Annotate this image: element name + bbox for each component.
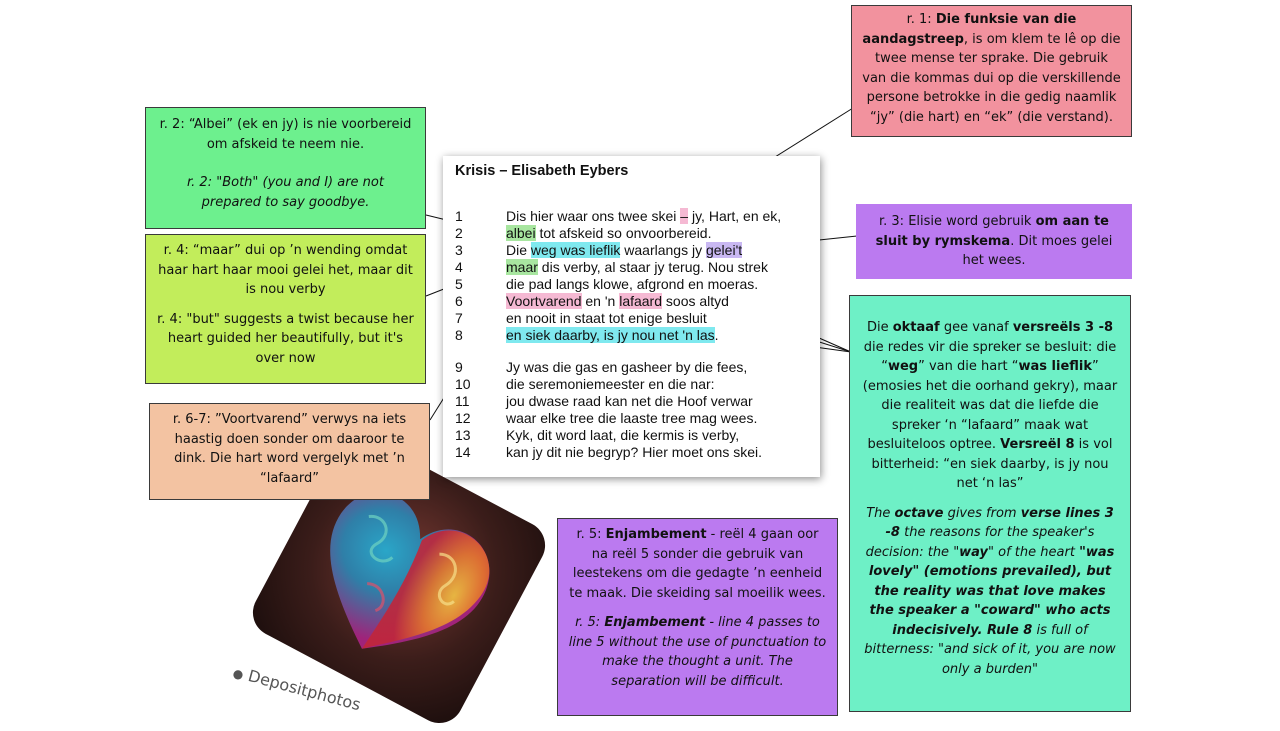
line-text: dis verby, al staar jy terug. Nou strek bbox=[537, 259, 768, 275]
note-english: r. 2: "Both" (you and I) are not prepare… bbox=[187, 175, 384, 210]
line-text: . bbox=[714, 327, 719, 343]
note-text: r. 6-7: ”Voortvarend” verwys na iets haa… bbox=[172, 412, 407, 486]
poem-line: 7 en nooit in staat tot enige besluit bbox=[455, 310, 707, 327]
poem-line: 8 en siek daarby, is jy nou net 'n las. bbox=[455, 327, 719, 344]
line-text: kan jy dit nie begryp? Hier moet ons ske… bbox=[506, 444, 763, 460]
note-english: The octave gives from verse lines 3 -8 t… bbox=[864, 505, 1116, 677]
poem-line: 9 Jy was die gas en gasheer by die fees, bbox=[455, 359, 747, 376]
poem-title: Krisis – Elisabeth Eybers bbox=[455, 163, 629, 179]
line-text: Kyk, dit word laat, die kermis is verby, bbox=[506, 427, 740, 443]
line-number: 11 bbox=[455, 393, 470, 409]
line-number: 7 bbox=[455, 310, 463, 326]
poem-line: 10 die seremoniemeester en die nar: bbox=[455, 376, 715, 393]
line-text: Dis hier waar ons twee skei bbox=[506, 208, 681, 224]
poem-line: 5 die pad langs klowe, afgrond en moeras. bbox=[455, 276, 758, 293]
note-line6-7-voortvarend: r. 6-7: ”Voortvarend” verwys na iets haa… bbox=[149, 403, 430, 500]
line-number: 14 bbox=[455, 444, 471, 460]
poem-line: 6 Voortvarend en 'n lafaard soos altyd bbox=[455, 293, 729, 310]
note-text: , is om klem te lê op die twee mense ter… bbox=[862, 31, 1121, 125]
highlighted-text: albei bbox=[506, 225, 536, 241]
highlighted-text: – bbox=[680, 208, 689, 224]
line-text: jou dwase raad kan net die Hoof verwar bbox=[506, 393, 753, 409]
camera-icon: ● bbox=[231, 665, 246, 683]
highlighted-text: lafaard bbox=[619, 293, 663, 309]
line-text: soos altyd bbox=[662, 293, 729, 309]
highlighted-text: weg was lieflik bbox=[530, 242, 621, 258]
note-line1-dash: r. 1: Die funksie van die aandagstreep, … bbox=[851, 5, 1132, 137]
line-number: 8 bbox=[455, 327, 463, 343]
note-bold: om aan te sluit by rymskema bbox=[875, 214, 1109, 249]
note-line4-maar: r. 4: “maar” dui op ’n wending omdat haa… bbox=[145, 234, 426, 384]
poem-line: 11 jou dwase raad kan net die Hoof verwar bbox=[455, 393, 753, 410]
highlighted-text: en siek daarby, is jy nou net 'n las bbox=[506, 327, 715, 343]
note-afrikaans: r. 4: “maar” dui op ’n wending omdat haa… bbox=[158, 243, 413, 297]
heart-image bbox=[244, 426, 554, 731]
poem-card: Krisis – Elisabeth Eybers 1 Dis hier waar… bbox=[443, 156, 820, 477]
note-afrikaans: r. 2: “Albei” (ek en jy) is nie voorbere… bbox=[159, 117, 412, 152]
note-bold: Die funksie van die aandagstreep bbox=[862, 12, 1077, 47]
line-number: 3 bbox=[455, 242, 463, 258]
note-octave: Die oktaaf gee vanaf versreëls 3 -8 die … bbox=[849, 295, 1131, 712]
line-text: tot afskeid so onvoorbereid. bbox=[535, 225, 712, 241]
poem-line: 3 Die weg was lieflik waarlangs jy gelei'… bbox=[455, 242, 743, 259]
line-number: 13 bbox=[455, 427, 471, 443]
note-line5-enjambement: r. 5: Enjambement - reël 4 gaan oor na r… bbox=[557, 518, 838, 716]
line-text: waarlangs jy bbox=[620, 242, 706, 258]
note-prefix: r. 1: bbox=[906, 12, 936, 27]
line-text: en nooit in staat tot enige besluit bbox=[506, 310, 707, 326]
note-line2-albei: r. 2: “Albei” (ek en jy) is nie voorbere… bbox=[145, 107, 426, 229]
line-number: 5 bbox=[455, 276, 463, 292]
highlighted-text: gelei't bbox=[705, 242, 743, 258]
line-text: Die bbox=[506, 242, 531, 258]
note-afrikaans: Die oktaaf gee vanaf versreëls 3 -8 die … bbox=[862, 320, 1118, 491]
poem-line: 4 maar dis verby, al staar jy terug. Nou … bbox=[455, 259, 768, 276]
note-text: . Dit moes gelei het wees. bbox=[962, 233, 1113, 269]
line-number: 4 bbox=[455, 259, 463, 275]
poem-line: 1 Dis hier waar ons twee skei – jy, Hart,… bbox=[455, 208, 781, 225]
highlighted-text: Voortvarend bbox=[506, 293, 582, 309]
heart-icon bbox=[330, 492, 490, 649]
poem-line: 12 waar elke tree die laaste tree mag wee… bbox=[455, 410, 757, 427]
line-number: 9 bbox=[455, 359, 463, 375]
line-number: 2 bbox=[455, 225, 463, 241]
poem-line: 13 Kyk, dit word laat, die kermis is verb… bbox=[455, 427, 739, 444]
note-line3-elision: r. 3: Elisie word gebruik om aan te slui… bbox=[856, 204, 1132, 279]
line-text: jy, Hart, en ek, bbox=[688, 208, 782, 224]
line-number: 10 bbox=[455, 376, 471, 392]
line-number: 12 bbox=[455, 410, 471, 426]
note-prefix: r. 3: Elisie word gebruik bbox=[879, 214, 1036, 229]
line-number: 6 bbox=[455, 293, 463, 309]
poem-line: 2 albei tot afskeid so onvoorbereid. bbox=[455, 225, 711, 242]
note-english: r. 4: "but" suggests a twist because her… bbox=[157, 311, 414, 366]
line-number: 1 bbox=[455, 208, 463, 224]
line-text: die seremoniemeester en die nar: bbox=[506, 376, 715, 392]
poem-line: 14 kan jy dit nie begryp? Hier moet ons s… bbox=[455, 444, 762, 461]
line-text: en 'n bbox=[581, 293, 620, 309]
line-text: Jy was die gas en gasheer by die fees, bbox=[506, 359, 748, 375]
highlighted-text: maar bbox=[506, 259, 538, 275]
line-text: waar elke tree die laaste tree mag wees. bbox=[506, 410, 758, 426]
line-text: die pad langs klowe, afgrond en moeras. bbox=[506, 276, 759, 292]
